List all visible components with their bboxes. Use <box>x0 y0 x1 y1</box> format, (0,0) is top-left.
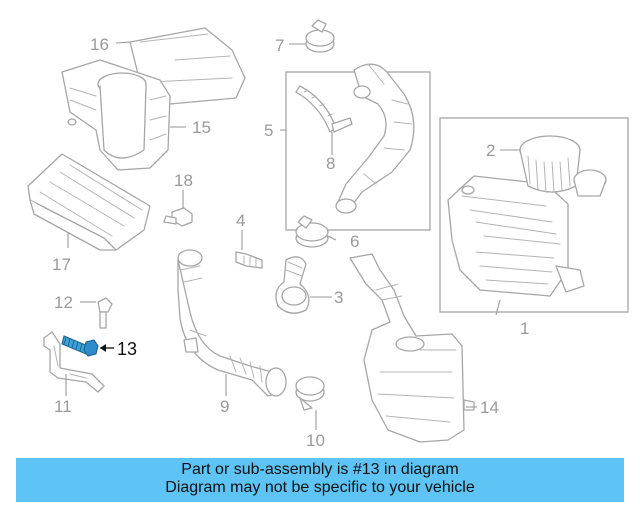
callout-12: 12 <box>54 293 73 312</box>
callout-1: 1 <box>520 319 529 338</box>
callout-6: 6 <box>350 232 359 251</box>
callout-14: 14 <box>480 398 499 417</box>
callout-16: 16 <box>90 35 109 54</box>
leader-lines <box>65 41 520 430</box>
part-4-bolt <box>235 251 263 269</box>
part-7-clamp <box>305 19 335 53</box>
part-10-clamp <box>295 376 325 411</box>
callout-4: 4 <box>236 211 245 230</box>
part-5-assembly-box <box>285 63 431 231</box>
part-15-duct-housing <box>61 59 171 171</box>
callout-11: 11 <box>54 397 72 416</box>
callout-10: 10 <box>306 431 325 450</box>
part-6-clamp <box>295 215 329 248</box>
part-3-elbow <box>275 256 310 314</box>
callout-13: 13 <box>117 339 137 359</box>
callout-7: 7 <box>275 36 284 55</box>
callout-5: 5 <box>264 121 273 140</box>
part-11-bracket <box>43 331 105 393</box>
banner-line-2: Diagram may not be specific to your vehi… <box>165 479 475 496</box>
callout-15: 15 <box>192 118 211 137</box>
callout-17: 17 <box>52 255 71 274</box>
part-2-air-filter <box>519 135 607 197</box>
banner-line-1: Part or sub-assembly is #13 in diagram <box>181 461 459 478</box>
part-1-air-cleaner-box <box>439 117 629 313</box>
part-17-intake-scoop <box>27 153 151 251</box>
part-12-bolt <box>97 297 113 329</box>
info-banner: Part or sub-assembly is #13 in diagram D… <box>16 458 624 502</box>
callout-9: 9 <box>220 397 229 416</box>
callout-3: 3 <box>334 288 343 307</box>
callout-18: 18 <box>174 171 193 190</box>
part-13-bolt <box>61 335 99 357</box>
part-8-strap <box>295 85 353 133</box>
part-18-bolt <box>163 207 193 227</box>
callout-8: 8 <box>326 154 335 173</box>
callout-2: 2 <box>486 141 495 160</box>
part-9-intake-pipe <box>177 249 287 397</box>
part-14-reservoir <box>349 253 475 443</box>
callouts: 16 7 5 8 2 15 18 4 17 6 3 12 11 9 10 1 1… <box>52 35 529 450</box>
